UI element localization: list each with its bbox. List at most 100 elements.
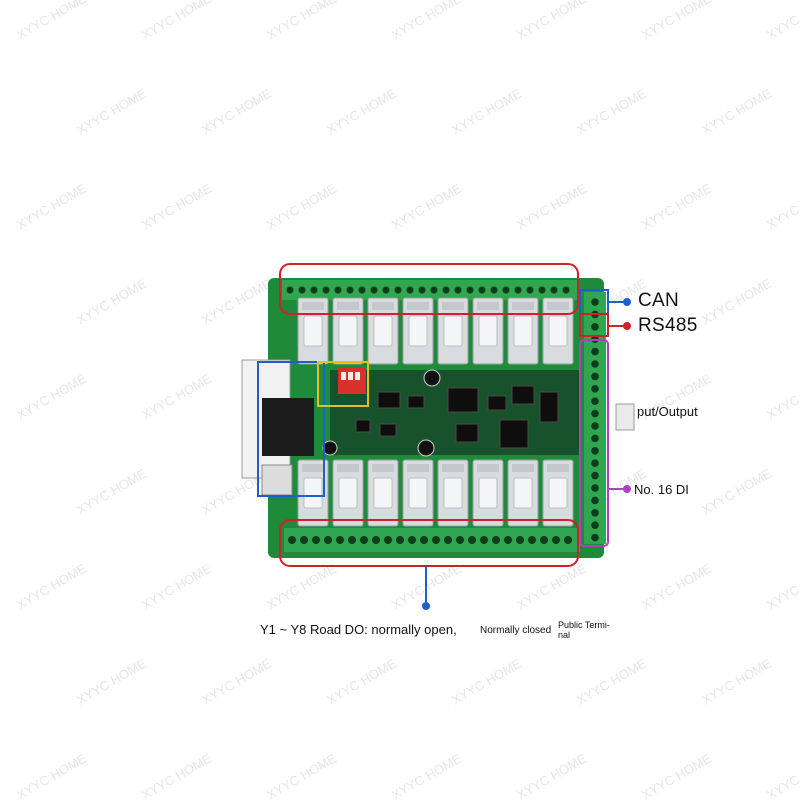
watermark-text: XYYC HOME [764,750,800,800]
terminal-screw [310,286,318,294]
terminal-screw [370,286,378,294]
relay-window [548,477,568,509]
terminal-screw [502,286,510,294]
watermark-text: XYYC HOME [14,370,89,422]
relay-window [373,315,393,347]
terminal-screw [442,286,450,294]
watermark-text: XYYC HOME [139,370,214,422]
watermark-text: XYYC HOME [514,0,589,43]
watermark-text: XYYC HOME [764,560,800,612]
terminal-screw [504,536,512,544]
relay-top [512,464,534,472]
terminal-screw [516,536,524,544]
relay-top [442,302,464,310]
capacitor [423,369,441,387]
watermark-text: XYYC HOME [574,85,649,137]
do-description-label: Y1 ~ Y8 Road DO: normally open, [260,622,457,637]
watermark-text: XYYC HOME [389,750,464,800]
terminal-screw [591,422,599,430]
terminal-screw [432,536,440,544]
ic-chip [447,387,479,413]
terminal-screw [480,536,488,544]
terminal-screw [468,536,476,544]
terminal-screw [540,536,548,544]
terminal-screw [591,533,599,542]
terminal-screws-top [286,286,570,294]
relay-window [338,477,358,509]
watermark-text: XYYC HOME [199,275,274,327]
terminal-screw [514,286,522,294]
relay-window [338,315,358,347]
public-terminal-label-1: Public Termi- [558,620,610,630]
watermark-text: XYYC HOME [74,655,149,707]
ic-chip [499,419,529,449]
relay-top [547,464,569,472]
terminal-screw [322,286,330,294]
relay-window [478,477,498,509]
terminal-screw [591,459,599,468]
terminal-screw [336,536,344,544]
terminal-screw [394,286,402,294]
dip-switch-highlight [317,361,369,407]
ic-chip [539,391,559,423]
terminal-screw [444,536,452,544]
terminal-screw [358,286,366,294]
power-jack [262,398,314,456]
relay-top [337,464,359,472]
terminal-screws-right [591,298,599,542]
terminal-screw [300,536,308,544]
relay-window [548,315,568,347]
capacitor [322,440,338,456]
terminal-screw [346,286,354,294]
terminal-screw [591,347,599,356]
ic-chip [379,423,397,437]
watermark-text: XYYC HOME [14,560,89,612]
watermark-text: XYYC HOME [74,465,149,517]
can-label: CAN [638,290,680,311]
terminal-screw [312,536,320,544]
rs485-label: RS485 [638,315,698,336]
terminal-screw [591,509,599,517]
terminal-screw [538,286,546,294]
watermark-text: XYYC HOME [324,655,399,707]
watermark-text: XYYC HOME [264,750,339,800]
di-label: No. 16 DI [634,482,689,497]
relay-window [303,315,323,347]
terminal-screw [372,536,380,544]
watermark-text: XYYC HOME [389,180,464,232]
bottom-do-highlight [279,519,579,567]
relay-top [442,464,464,472]
dip-switch [338,368,366,394]
ic-chips [355,385,559,449]
terminal-screw [382,286,390,294]
terminal-screw [324,536,332,544]
relay-window [443,477,463,509]
relay-window [478,315,498,347]
terminal-screw [591,298,599,306]
relay-window [513,315,533,347]
terminal-screws-bottom [288,536,572,544]
watermark-text: XYYC HOME [574,655,649,707]
terminal-screw [591,447,599,455]
terminal-screw [286,286,294,294]
terminal-screw [348,536,356,544]
relay-top [477,302,499,310]
watermark-text: XYYC HOME [514,560,589,612]
watermark-text: XYYC HOME [264,0,339,43]
terminal-screw [591,484,599,492]
relay-top [372,302,394,310]
watermark-text: XYYC HOME [699,275,774,327]
terminal-screw [406,286,414,294]
public-terminal-label-2: nal [558,630,571,640]
ic-chip [355,419,371,433]
terminal-screw [591,323,599,331]
terminal-screw [552,536,560,544]
di-callout-dot [623,485,631,493]
terminal-screw [334,286,342,294]
relay-top [512,302,534,310]
watermark-text: XYYC HOME [14,750,89,800]
power-comm-highlight [257,361,325,497]
relay-window [373,477,393,509]
watermark-text: XYYC HOME [199,655,274,707]
watermark-text: XYYC HOME [514,180,589,232]
